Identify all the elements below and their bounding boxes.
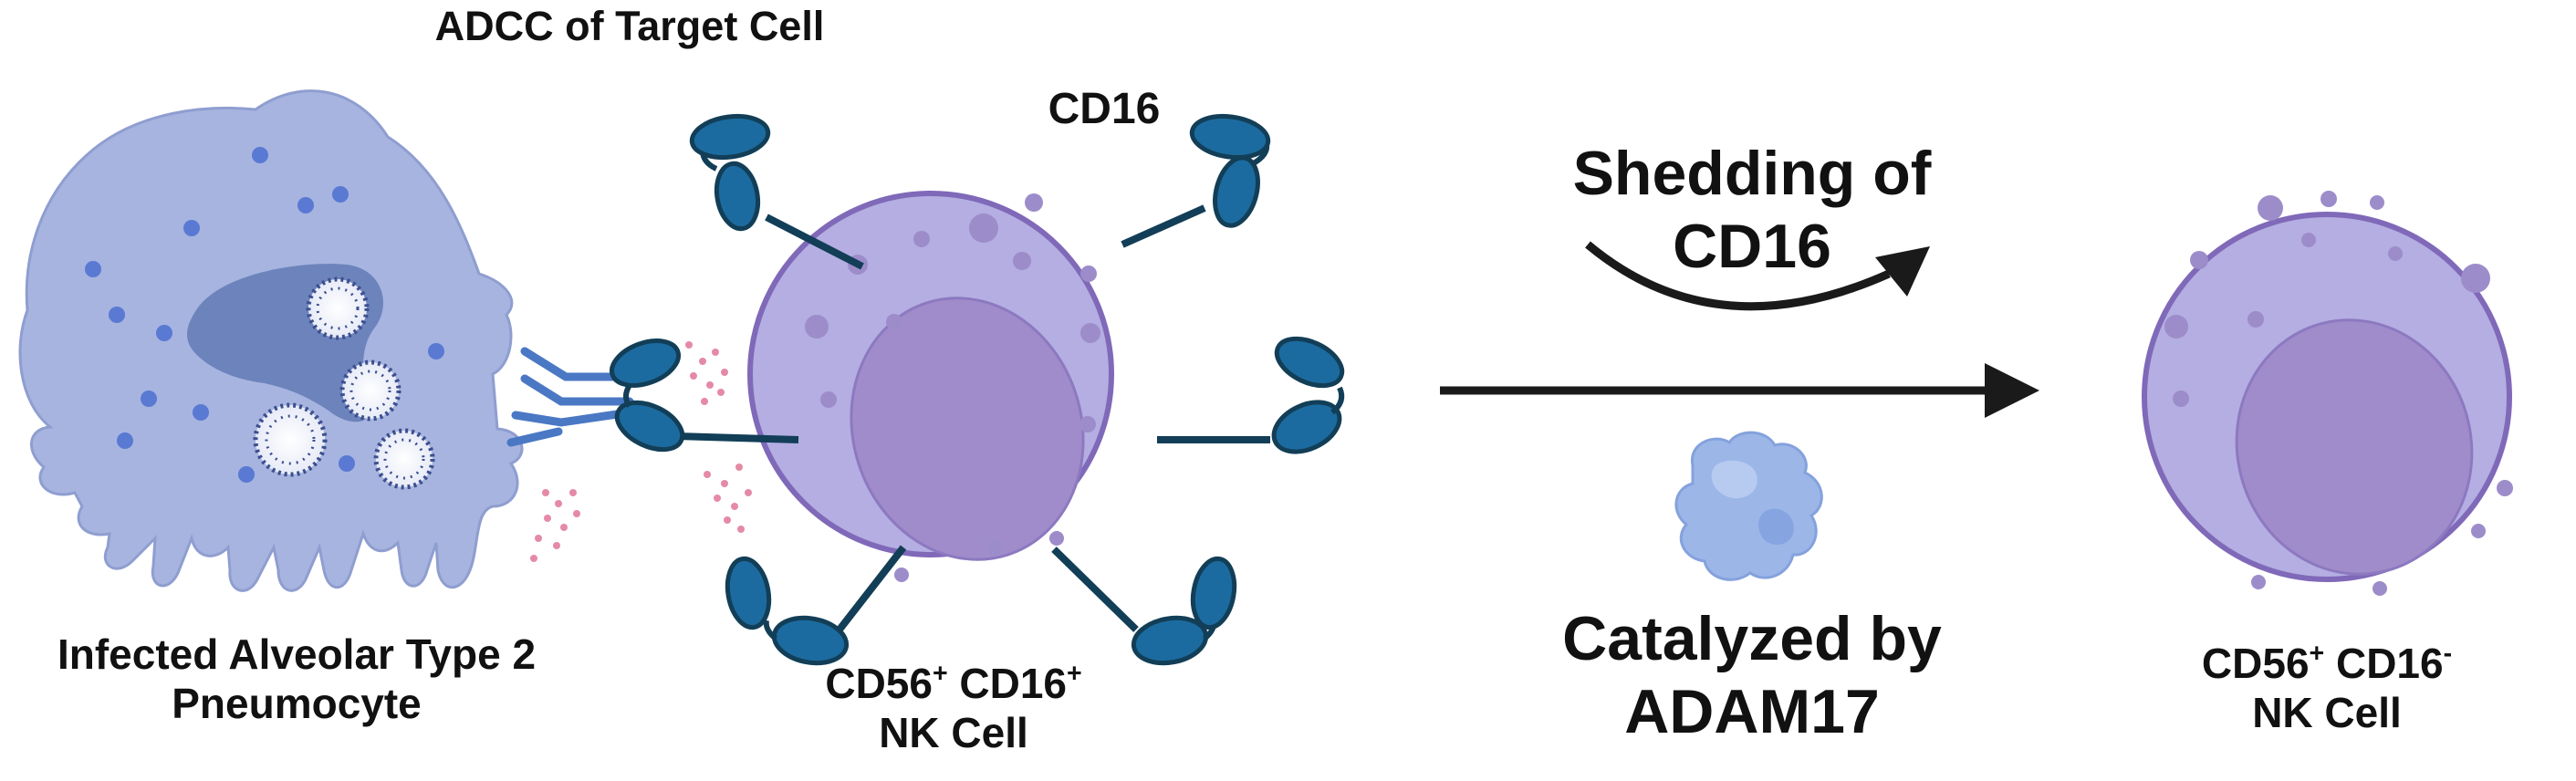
adam17-enzyme [1674,431,1823,581]
nk-cell-1-label: CD56+ CD16+ NK Cell [776,659,1132,758]
shedding-label: Shedding of CD16 [1515,137,1989,283]
catalyzed-label-line1: Catalyzed by [1562,604,1942,673]
cd16-receptor [725,545,907,666]
nk-cell-2-name: NK Cell [2252,689,2402,737]
shedding-label-line1: Shedding of [1572,139,1932,208]
infected-pneumocyte [18,89,524,592]
nk-cell-1-phenotype: CD56+ CD16+ [776,659,1132,708]
pneumocyte-granules [85,147,444,483]
cd16-receptors [610,113,1345,666]
cd16-label: CD16 [1048,85,1161,133]
infected-cell-label: Infected Alveolar Type 2 Pneumocyte [0,630,593,729]
shedding-label-line2: CD16 [1673,212,1831,282]
nk2-marker-cd56: CD56 [2201,640,2310,687]
nk-cell-2-label: CD56+ CD16- NK Cell [2154,639,2500,738]
antibody [506,347,634,447]
nk-cell-1-nucleus [850,297,1085,561]
infected-cell-label-line2: Pneumocyte [172,680,422,728]
nk-cell-2-nucleus [2235,318,2474,576]
cd16-receptor [1121,113,1271,248]
catalyzed-label-line2: ADAM17 [1624,677,1880,747]
catalyzed-label: Catalyzed by ADAM17 [1515,602,1989,748]
virus-particle-1 [306,276,370,340]
nk2-marker-cd16-sign: - [2443,639,2453,669]
virus-particle-2 [339,359,402,422]
nk-cell-2-phenotype: CD56+ CD16- [2154,639,2500,688]
nk1-marker-cd16: CD16 [959,660,1067,707]
cd16-receptor [610,338,799,453]
virus-particle-3 [253,402,328,477]
nk-cell-1-granules [805,193,1100,582]
nk2-marker-cd16: CD16 [2335,640,2444,687]
cd16-receptor [1157,336,1345,454]
nk1-marker-cd56: CD56 [825,660,933,707]
cd16-receptor [689,113,864,270]
nk-cell-2-granules [2164,191,2513,596]
nk2-marker-cd56-sign: + [2309,639,2325,669]
cytokine-dots [530,341,752,562]
nk-cell-2 [2142,191,2513,596]
nk1-marker-cd56-sign: + [932,659,948,689]
nk-cell-1 [747,191,1114,582]
cd16-receptor [1051,547,1237,666]
transformation-arrow [1440,363,2039,418]
nk-cell-1-name: NK Cell [879,709,1028,757]
infected-cell-label-line1: Infected Alveolar Type 2 [57,630,537,678]
nk1-marker-cd16-sign: + [1067,659,1082,689]
shedding-arrow [1585,241,1930,311]
adcc-title: ADCC of Target Cell [434,3,825,49]
virus-particle-4 [373,428,435,490]
